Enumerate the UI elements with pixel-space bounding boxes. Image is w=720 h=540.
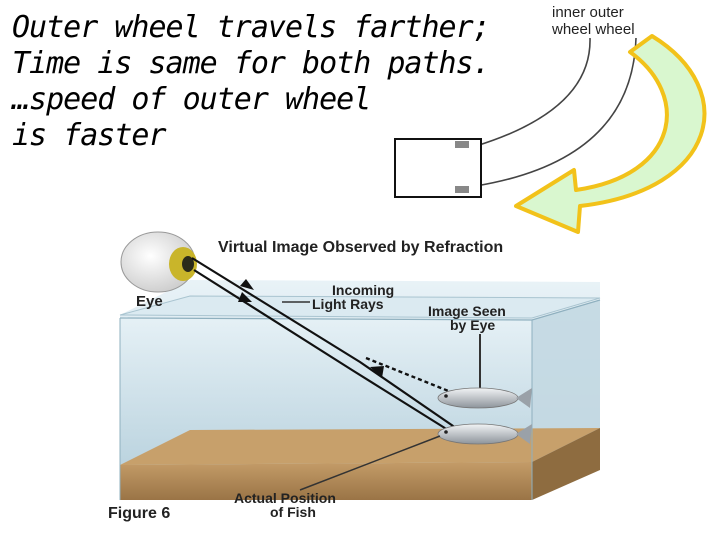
curved-arrow <box>516 36 704 232</box>
eye-label: Eye <box>136 293 163 310</box>
incoming-label-line2: Light Rays <box>312 296 384 312</box>
outer-path-curve <box>476 38 636 186</box>
refraction-figure: Virtual Image Observed by Refraction Eye <box>108 232 600 522</box>
outer-wheel <box>455 186 469 193</box>
image-seen-line2: by Eye <box>450 317 495 333</box>
wheel-path-diagram <box>395 38 636 197</box>
inner-path-curve <box>476 38 590 146</box>
inner-wheel <box>455 141 469 148</box>
actual-label-line2: of Fish <box>270 504 316 520</box>
figure-title: Virtual Image Observed by Refraction <box>218 239 503 256</box>
figure-label: Figure 6 <box>108 505 170 522</box>
